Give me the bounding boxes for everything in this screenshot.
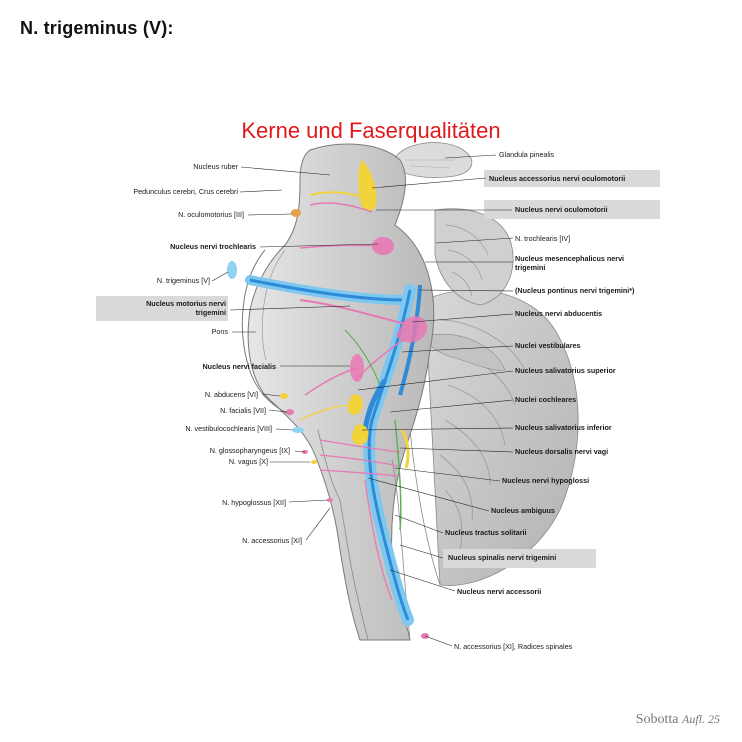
label-n-vestibulocochlearis: N. vestibulocochlearis [VIII] [185,424,272,433]
label-pedunculus-cerebri: Pedunculus cerebri, Crus cerebri [133,187,238,196]
label-nucleus-ruber: Nucleus ruber [193,162,238,171]
pineal-gland-shape [394,142,473,178]
label-n-hypoglossus: N. hypoglossus [XII] [222,498,286,507]
label-nucleus-tractus-solitarii: Nucleus tractus solitarii [445,528,527,537]
sensory-fibers [344,329,402,531]
label-nucleus-abducentis: Nucleus nervi abducentis [515,309,603,318]
label-n-facialis: N. facialis [VII] [220,406,266,415]
leader-lines-right [357,154,514,647]
page-heading: N. trigeminus (V): [20,18,174,38]
leader-lines-left [211,166,379,541]
label-nucleus-oculomotorii: Nucleus nervi oculomotorii [515,205,608,214]
label-n-trigeminus: N. trigeminus [V] [156,276,210,285]
label-n-vagus: N. vagus [X] [228,457,268,466]
label-nucleus-mesencephalicus-1: Nucleus mesencephalicus nervi [515,254,625,263]
label-glandula-pinealis: Glandula pinealis [499,150,555,159]
label-n-oculomotorius: N. oculomotorius [III] [178,210,244,219]
label-nucleus-spinalis-trigemini: Nucleus spinalis nervi trigemini [448,553,557,562]
label-nucleus-salivatorius-superior: Nucleus salivatorius superior [515,366,616,375]
label-nucleus-mesencephalicus-2: trigemini [515,263,546,272]
label-nucleus-accessorius-oculomotorii: Nucleus accessorius nervi oculomotorii [489,174,626,183]
source-credit: Sobotta Aufl. 25 [636,712,720,728]
label-pons: Pons [211,327,228,336]
label-n-trochlearis: N. trochlearis [IV] [515,234,571,243]
label-nuclei-cochleares: Nuclei cochleares [515,395,577,404]
label-nucleus-trochlearis: Nucleus nervi trochlearis [170,242,256,251]
credit-edition: Aufl. 25 [682,712,720,726]
label-nucleus-accessorii: Nucleus nervi accessorii [457,587,542,596]
label-nucleus-facialis: Nucleus nervi facialis [202,362,276,371]
label-nuclei-vestibulares: Nuclei vestibulares [515,341,581,350]
cerebrum-folds [429,208,514,371]
label-nucleus-pontinus: (Nucleus pontinus nervi trigemini*) [515,286,635,295]
credit-book: Sobotta [635,712,679,727]
autonomic-nuclei [299,160,410,469]
highlight-boxes [96,170,660,568]
label-n-accessorius-radices: N. accessorius [XI], Radices spinales [454,642,573,651]
label-n-accessorius: N. accessorius [XI] [242,536,302,545]
label-n-abducens: N. abducens [VI] [204,390,258,399]
motor-nuclei [299,237,428,601]
label-nucleus-salivatorius-inferior: Nucleus salivatorius inferior [515,423,612,432]
label-nucleus-motorius-2: trigemini [195,308,226,317]
diagram-subtitle: Kerne und Faserqualitäten [241,118,501,143]
brainstem-body [241,143,435,641]
label-nucleus-dorsalis-vagi: Nucleus dorsalis nervi vagi [515,447,609,456]
label-n-glossopharyngeus: N. glossopharyngeus [IX] [209,446,290,455]
label-nucleus-hypoglossi: Nucleus nervi hypoglossi [502,476,590,485]
label-nucleus-ambiguus: Nucleus ambiguus [491,506,555,515]
label-nucleus-motorius-1: Nucleus motorius nervi [146,299,226,308]
